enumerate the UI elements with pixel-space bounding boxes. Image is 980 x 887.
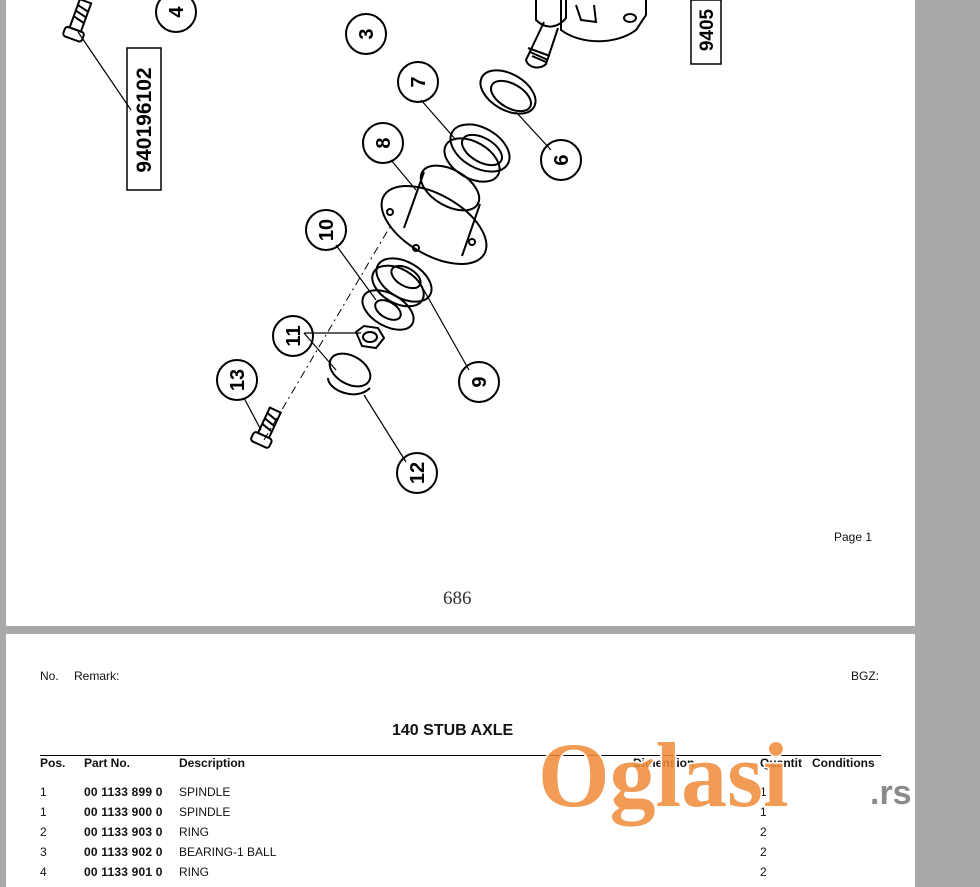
- exploded-parts-drawing: 4 3 7 6 8 10 9 11 13 12 940196102 9405: [62, 0, 722, 494]
- table-row: 4 00 1133 901 0 RING 2: [0, 865, 980, 885]
- column-pos: Pos.: [40, 756, 66, 770]
- leader-line: [390, 159, 417, 191]
- center-axis: [263, 224, 392, 441]
- cap-part-12: [327, 352, 372, 396]
- callout-circle: [540, 139, 582, 181]
- drawing-page: 4 3 7 6 8 10 9 11 13 12 940196102 9405 P…: [6, 0, 915, 626]
- cell-pos: 4: [40, 865, 47, 879]
- callout-circle: [458, 361, 500, 403]
- bgz-label: BGZ:: [851, 669, 880, 683]
- cell-pos: 2: [40, 825, 47, 839]
- leader-line: [420, 284, 470, 371]
- part-number-label: 9405: [697, 8, 718, 51]
- callout-6: 6: [551, 154, 573, 165]
- column-part-no: Part No.: [84, 756, 131, 770]
- parts-list-page: [6, 634, 915, 887]
- cell-part-no: 00 1133 902 0: [84, 845, 163, 859]
- ring-part-6: [479, 69, 537, 115]
- callout-12: 12: [407, 462, 429, 484]
- bearing-part-7: [443, 123, 511, 183]
- callout-circle: [362, 122, 404, 164]
- callout-4: 4: [166, 6, 188, 18]
- header-rule: [40, 755, 881, 756]
- cell-part-no: 00 1133 900 0: [84, 805, 163, 819]
- callout-13: 13: [227, 369, 249, 391]
- cell-quantity: 2: [760, 825, 767, 839]
- cell-part-no: 00 1133 899 0: [84, 785, 163, 799]
- cell-part-no: 00 1133 903 0: [84, 825, 163, 839]
- spindle: [524, 0, 647, 69]
- nut-part-11: [354, 324, 386, 350]
- callout-circle: [216, 359, 258, 401]
- leader-line: [303, 332, 337, 371]
- section-title: 140 STUB AXLE: [392, 722, 514, 739]
- no-label: No.: [40, 669, 59, 683]
- cell-description: RING: [179, 865, 209, 879]
- cell-pos: 1: [40, 785, 47, 799]
- part-number-label: 940196102: [133, 67, 156, 172]
- callout-11: 11: [283, 325, 305, 346]
- column-description: Description: [179, 756, 246, 770]
- part-number-box: [690, 0, 722, 65]
- callout-circle: [272, 315, 314, 357]
- leader-line: [420, 99, 457, 141]
- callout-3: 3: [356, 28, 378, 39]
- callout-circle: [397, 61, 439, 103]
- page-number: 686: [443, 588, 472, 609]
- cell-quantity: 2: [760, 865, 767, 879]
- column-quantity: Quantit: [760, 756, 802, 770]
- callout-circle: [155, 0, 197, 33]
- hub-part-8: [380, 164, 488, 265]
- callout-9: 9: [469, 376, 491, 387]
- bolt-top-left: [62, 0, 93, 43]
- callout-10: 10: [316, 219, 338, 241]
- cell-pos: 1: [40, 805, 47, 819]
- callout-8: 8: [373, 137, 395, 148]
- table-row: 3 00 1133 902 0 BEARING-1 BALL 2: [0, 845, 980, 865]
- leader-line: [515, 111, 552, 151]
- cell-part-no: 00 1133 901 0: [84, 865, 163, 879]
- callout-circle: [345, 13, 387, 55]
- remark-label: Remark:: [74, 669, 120, 683]
- part-number-box: [126, 47, 162, 191]
- ring-part-10: [361, 289, 415, 331]
- leader-line: [363, 394, 407, 463]
- table-row: 2 00 1133 903 0 RING 2: [0, 825, 980, 845]
- table-row: 1 00 1133 900 0 SPINDLE 1: [0, 805, 980, 825]
- cell-description: SPINDLE: [179, 805, 231, 819]
- cell-quantity: 1: [760, 805, 767, 819]
- cell-description: SPINDLE: [179, 785, 231, 799]
- cell-pos: 3: [40, 845, 47, 859]
- column-conditions: Conditions: [812, 756, 875, 770]
- bolt-part-13: [250, 406, 283, 449]
- cell-quantity: 1: [760, 785, 767, 799]
- callout-circle: [305, 209, 347, 251]
- cell-description: BEARING-1 BALL: [179, 845, 277, 859]
- cell-quantity: 2: [760, 845, 767, 859]
- cell-description: RING: [179, 825, 209, 839]
- callout-circle: [396, 452, 438, 494]
- leader-line: [243, 397, 262, 431]
- table-row: 1 00 1133 899 0 SPINDLE 1: [0, 785, 980, 805]
- callout-7: 7: [408, 76, 430, 87]
- leader-line: [77, 31, 132, 111]
- page-label: Page 1: [834, 530, 873, 544]
- bearing-part-9: [371, 257, 433, 308]
- column-dimension: Dimension: [633, 756, 695, 770]
